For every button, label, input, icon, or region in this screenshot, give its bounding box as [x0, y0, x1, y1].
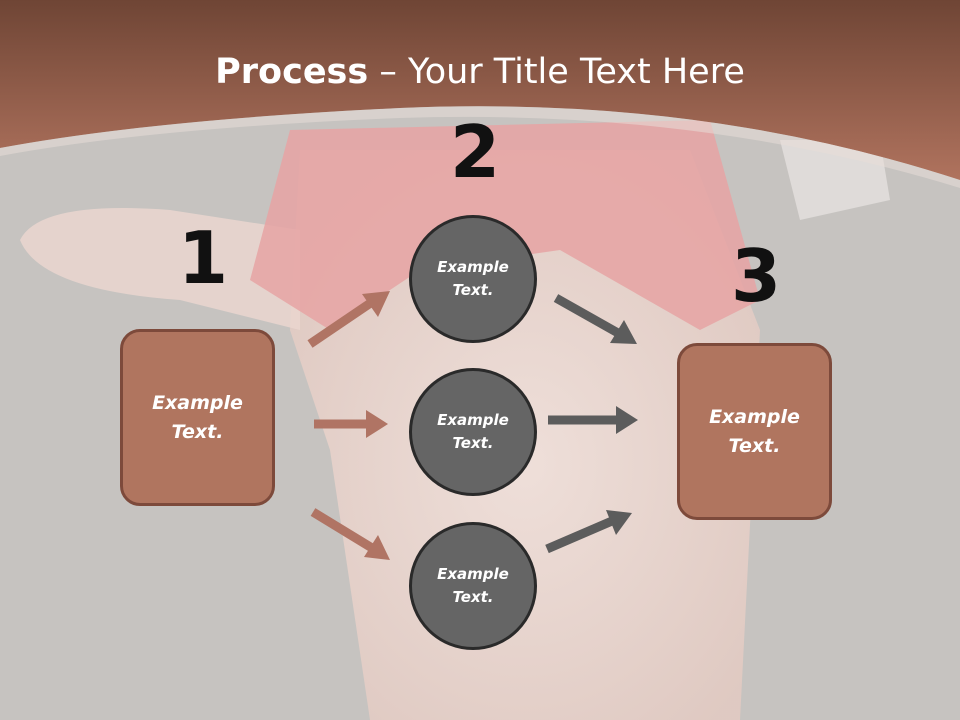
arrow-left-middle — [314, 410, 388, 438]
circle-bottom-text: Example Text. — [437, 565, 509, 606]
left-step-box: Example Text. — [120, 329, 275, 506]
circle-top-text: Example Text. — [437, 258, 509, 299]
arrow-left-up — [307, 291, 390, 348]
right-step-box: Example Text. — [677, 343, 832, 520]
circle-bottom: Example Text. — [409, 522, 537, 650]
circle-middle: Example Text. — [409, 368, 537, 496]
step-number-1: 1 — [178, 216, 229, 300]
step-number-3: 3 — [731, 234, 782, 318]
left-box-text: Example Text. — [152, 391, 243, 443]
arrow-left-down — [310, 508, 390, 560]
right-box-text: Example Text. — [709, 405, 800, 457]
step-number-2: 2 — [450, 110, 501, 194]
title-rest: – Your Title Text Here — [368, 52, 745, 92]
title-bold: Process — [215, 52, 369, 92]
arrow-right-middle — [548, 406, 638, 434]
circle-middle-text: Example Text. — [437, 411, 509, 452]
slide-title: Process – Your Title Text Here — [0, 52, 960, 92]
circle-top: Example Text. — [409, 215, 537, 343]
arrow-right-up — [545, 510, 632, 554]
arrow-right-down — [553, 294, 637, 344]
